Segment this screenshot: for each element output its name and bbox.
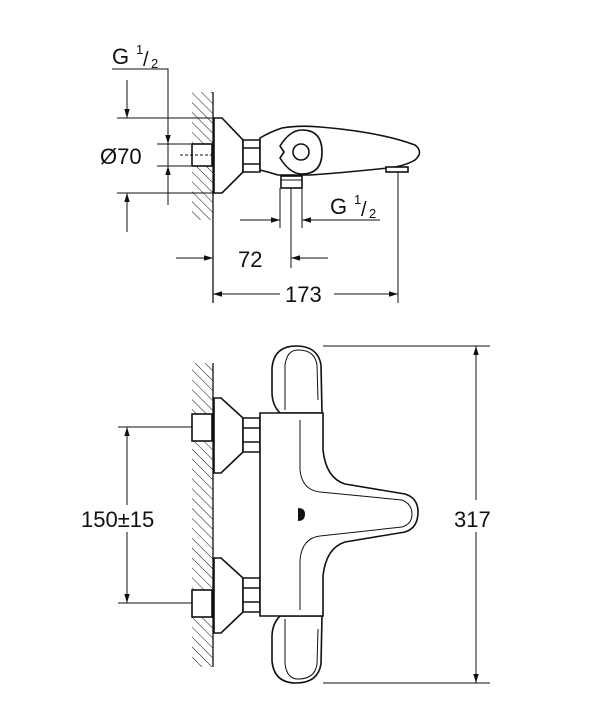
lower-inlet-stub (191, 589, 213, 618)
indicator-mark (298, 508, 305, 521)
bottom-outlet (280, 175, 303, 189)
rosette (213, 117, 244, 194)
front-view: 150±15 317 (81, 345, 491, 684)
svg-text:2: 2 (151, 56, 158, 71)
svg-text:2: 2 (369, 206, 376, 221)
rosette-diameter-label: Ø70 (100, 144, 142, 169)
svg-text:/: / (143, 49, 149, 71)
svg-text:/: / (361, 199, 367, 221)
top-view: G 1 / 2 Ø70 G 1 / 2 72 (100, 42, 421, 307)
thread-outlet-label: G 1 / 2 (330, 192, 376, 221)
projection-label: 173 (285, 282, 322, 307)
lever-hub (292, 143, 310, 161)
upper-rosette (213, 397, 244, 474)
inlet-spacing-label: 150±15 (81, 507, 154, 532)
aerator-outlet (385, 166, 409, 173)
bottom-handle (271, 615, 323, 684)
thread-inlet-label: G 1 / 2 (112, 42, 158, 71)
wall-hatching (192, 363, 213, 667)
upper-inlet-stub (191, 413, 213, 442)
lower-rosette (213, 557, 244, 634)
svg-text:1: 1 (136, 42, 143, 57)
upper-nut (242, 417, 261, 453)
lower-nut (242, 577, 261, 613)
valve-body (259, 412, 419, 617)
svg-text:G: G (112, 44, 129, 69)
svg-text:G: G (330, 194, 347, 219)
outlet-offset-label: 72 (238, 247, 262, 272)
svg-text:1: 1 (354, 192, 361, 207)
top-handle (271, 345, 323, 414)
height-label: 317 (454, 507, 491, 532)
nut (242, 139, 261, 173)
